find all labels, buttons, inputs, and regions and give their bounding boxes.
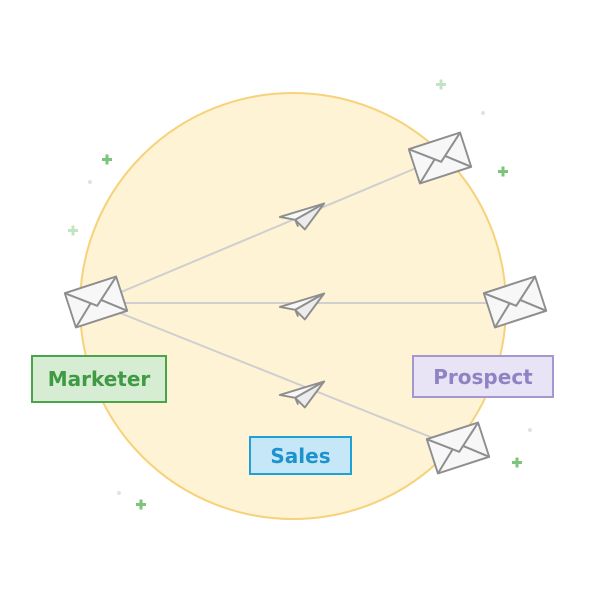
marketer-label: Marketer — [31, 355, 167, 403]
decor-dot — [481, 111, 485, 115]
decor-dot — [88, 180, 92, 184]
decor-dot — [528, 428, 532, 432]
plus-sparkle-icon — [68, 225, 78, 236]
plus-sparkle-icon — [498, 166, 508, 177]
prospect-label: Prospect — [412, 355, 554, 398]
plus-sparkle-icon — [512, 457, 522, 468]
plus-sparkle-icon — [436, 79, 446, 90]
plus-sparkle-icon — [136, 499, 146, 510]
connector-line-lower — [94, 302, 459, 449]
plus-sparkle-icon — [102, 154, 112, 165]
decor-dot — [117, 491, 121, 495]
connector-line-upper — [94, 157, 441, 304]
sales-label: Sales — [249, 436, 352, 475]
